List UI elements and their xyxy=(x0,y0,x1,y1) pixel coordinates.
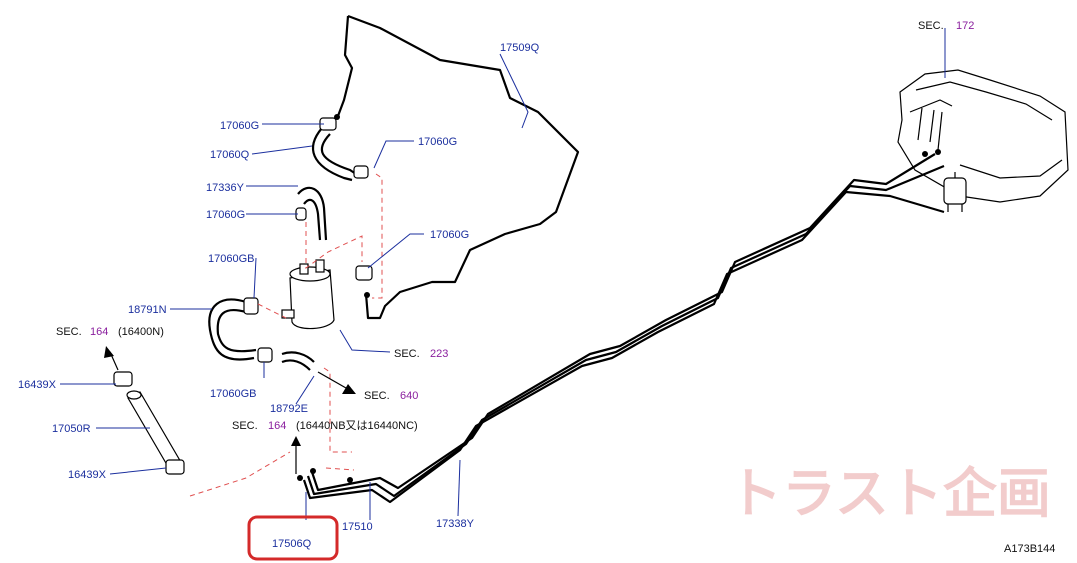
hose-17050R xyxy=(126,390,183,471)
section-ref-640[interactable]: SEC. 640 xyxy=(364,390,418,402)
fuel-tank xyxy=(897,69,1069,203)
svg-text:SEC.: SEC. xyxy=(918,20,944,32)
section-ref-164-a[interactable]: SEC. 164 (16400N) xyxy=(56,326,164,338)
section-ref-164-b[interactable]: SEC. 164 (16440NB又は16440NC) xyxy=(232,419,418,432)
svg-text:640: 640 xyxy=(400,390,418,402)
label-17060G-a[interactable]: 17060G xyxy=(220,120,259,132)
highlight-box xyxy=(247,515,339,561)
clamp-16439X-b xyxy=(165,459,185,475)
canister xyxy=(281,259,335,330)
hose-17060Q xyxy=(311,127,357,182)
clamp-16439X-a xyxy=(113,371,133,387)
engine-outline xyxy=(336,14,580,320)
fuel-lines xyxy=(297,149,945,504)
section-ref-223[interactable]: SEC. 223 xyxy=(394,348,448,360)
leader-lines xyxy=(60,28,946,520)
label-18792E[interactable]: 18792E xyxy=(270,403,308,415)
label-17060GB-a[interactable]: 17060GB xyxy=(208,253,254,265)
label-16439X-a[interactable]: 16439X xyxy=(18,379,57,391)
fuel-filter-tank xyxy=(943,172,967,212)
clamp-17060GB-a xyxy=(243,297,259,315)
label-17060G-b[interactable]: 17060G xyxy=(418,136,457,148)
label-17060GB-b[interactable]: 17060GB xyxy=(210,388,256,400)
svg-text:SEC.: SEC. xyxy=(394,348,420,360)
svg-text:172: 172 xyxy=(956,20,974,32)
dashed-connectors xyxy=(189,173,383,497)
label-17050R[interactable]: 17050R xyxy=(52,423,91,435)
svg-text:(16400N): (16400N) xyxy=(118,326,164,338)
svg-text:SEC.: SEC. xyxy=(232,420,258,432)
clamp-17060G-d xyxy=(355,265,373,281)
label-17510[interactable]: 17510 xyxy=(342,521,373,533)
svg-text:(16440NB又は16440NC): (16440NB又は16440NC) xyxy=(296,419,418,432)
label-17060G-c[interactable]: 17060G xyxy=(206,209,245,221)
label-18791N[interactable]: 18791N xyxy=(128,304,167,316)
svg-text:223: 223 xyxy=(430,348,448,360)
arrows xyxy=(104,346,356,474)
section-ref-172[interactable]: SEC. 172 xyxy=(918,20,974,32)
hose-18791N xyxy=(208,298,257,361)
label-16439X-b[interactable]: 16439X xyxy=(68,469,107,481)
label-17506Q[interactable]: 17506Q xyxy=(272,538,312,550)
svg-text:164: 164 xyxy=(268,420,286,432)
svg-text:SEC.: SEC. xyxy=(56,326,82,338)
diagram-code: A173B144 xyxy=(1004,543,1055,555)
clamp-17060GB-b xyxy=(257,347,273,363)
label-17338Y[interactable]: 17338Y xyxy=(436,518,475,530)
hose-17336Y xyxy=(297,186,328,241)
label-17509Q[interactable]: 17509Q xyxy=(500,42,540,54)
label-17336Y[interactable]: 17336Y xyxy=(206,182,245,194)
svg-text:SEC.: SEC. xyxy=(364,390,390,402)
label-17060G-d[interactable]: 17060G xyxy=(430,229,469,241)
svg-text:164: 164 xyxy=(90,326,108,338)
hose-18792E xyxy=(281,351,315,371)
label-17060Q[interactable]: 17060Q xyxy=(210,149,250,161)
watermark: トラスト企画 xyxy=(728,461,1051,525)
